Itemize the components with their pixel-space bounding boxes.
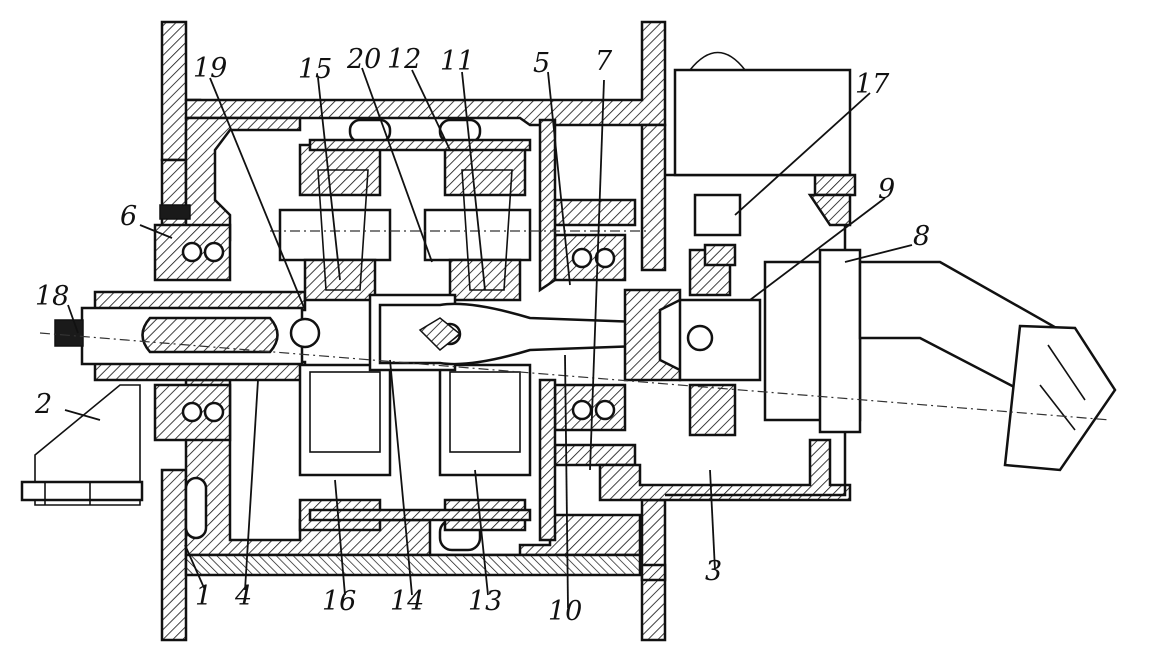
label-19: 19 xyxy=(193,53,227,84)
label-14: 14 xyxy=(390,586,424,617)
label-2: 2 xyxy=(34,389,52,420)
label-1: 1 xyxy=(195,581,212,612)
label-4: 4 xyxy=(234,581,252,612)
label-9: 9 xyxy=(878,174,895,205)
label-5: 5 xyxy=(533,48,550,79)
support-bracket xyxy=(20,384,144,506)
label-10: 10 xyxy=(548,596,582,627)
axis-centerline xyxy=(39,332,1111,421)
label-8: 8 xyxy=(913,221,930,252)
label-7: 7 xyxy=(595,46,613,77)
label-17: 17 xyxy=(855,69,890,100)
part-labels: 19 15 20 12 11 5 7 17 9 8 6 18 2 1 4 16 … xyxy=(34,44,930,627)
central-shaft xyxy=(378,302,642,366)
right-bearing xyxy=(538,118,637,542)
coupling xyxy=(623,248,762,437)
label-15: 15 xyxy=(298,54,332,85)
label-12: 12 xyxy=(387,44,421,75)
left-bearing xyxy=(153,204,232,442)
label-3: 3 xyxy=(705,556,722,587)
auxiliary-drive-unit xyxy=(673,51,852,267)
first-planet-gear-stage xyxy=(278,143,392,532)
leader-lines xyxy=(64,67,913,609)
label-16: 16 xyxy=(322,586,356,617)
label-6: 6 xyxy=(120,201,137,232)
hydraulic-motor xyxy=(763,248,1117,472)
label-13: 13 xyxy=(468,586,502,617)
label-20: 20 xyxy=(346,44,381,75)
label-18: 18 xyxy=(35,281,69,312)
input-shaft xyxy=(54,290,321,382)
label-11: 11 xyxy=(440,46,474,77)
